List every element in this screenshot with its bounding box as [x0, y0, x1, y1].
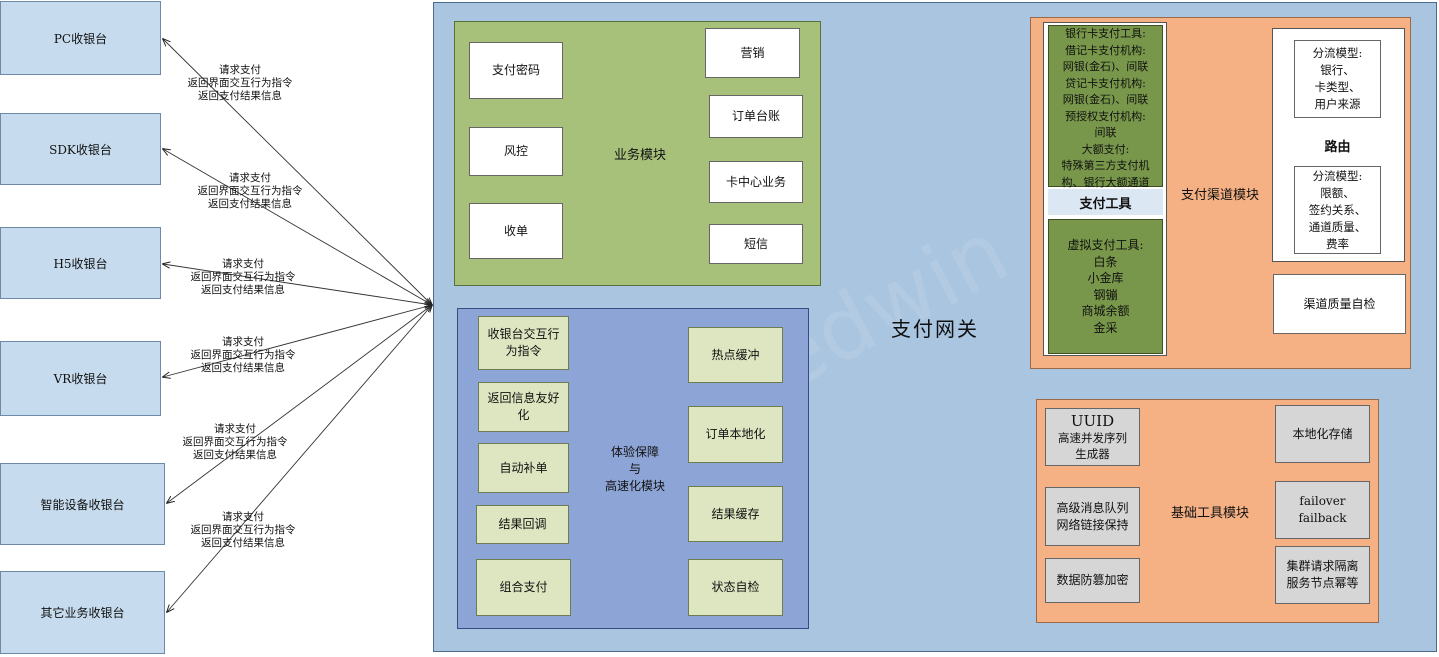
infra-title: 基础工具模块	[1170, 505, 1249, 521]
failover-box: failover failback	[1275, 481, 1370, 539]
message-queue-box: 高级消息队列 网络链接保持	[1045, 487, 1140, 546]
auto-reorder-box: 自动补单	[478, 443, 569, 493]
uuid-desc: 高速并发序列 生成器	[1058, 431, 1127, 461]
arrow-label-vr: 请求支付返回界面交互行为指令返回支付结果信息	[190, 336, 296, 374]
cashier-sdk: SDK收银台	[0, 113, 161, 185]
arrow-label-sdk: 请求支付返回界面交互行为指令返回支付结果信息	[197, 172, 303, 210]
cashier-label: 智能设备收银台	[40, 497, 125, 512]
combined-pay-box: 组合支付	[476, 559, 571, 616]
routing-label: 路由	[1324, 139, 1351, 155]
result-cache-box: 结果缓存	[688, 486, 783, 542]
cashier-other: 其它业务收银台	[0, 571, 165, 654]
cashier-instruction-box: 收银台交互行 为指令	[478, 316, 569, 370]
channel-quality-check: 渠道质量自检	[1273, 274, 1406, 334]
cashier-pc: PC收银台	[0, 1, 161, 75]
route-model-1: 分流模型: 银行、 卡类型、 用户来源	[1294, 40, 1381, 118]
sms-box: 短信	[709, 224, 803, 264]
arrow-h5	[163, 264, 432, 305]
cashier-label: H5收银台	[53, 256, 108, 271]
cashier-label: PC收银台	[53, 31, 108, 46]
route-model-2: 分流模型: 限额、 签约关系、 通道质量、 费率	[1294, 166, 1381, 254]
uuid-box: UUID 高速并发序列 生成器	[1045, 408, 1140, 466]
cashier-label: 其它业务收银台	[40, 606, 125, 620]
risk-control-box: 风控	[469, 127, 563, 176]
arrow-smart	[167, 305, 432, 503]
hotspot-buffer-box: 热点缓冲	[688, 327, 783, 383]
result-callback-box: 结果回调	[476, 505, 569, 544]
arrow-label-smart: 请求支付返回界面交互行为指令返回支付结果信息	[182, 423, 288, 461]
order-ledger-box: 订单台账	[709, 95, 803, 138]
bank-card-tools: 银行卡支付工具: 借记卡支付机构: 网银(金石)、间联 贷记卡支付机构: 网银(…	[1048, 25, 1163, 189]
arrow-label-pc: 请求支付返回界面交互行为指令返回支付结果信息	[187, 64, 293, 102]
cashier-label: VR收银台	[53, 372, 108, 386]
channel-title: 支付渠道模块	[1180, 187, 1259, 203]
local-storage-box: 本地化存储	[1275, 405, 1370, 463]
cashier-vr: VR收银台	[0, 341, 161, 416]
cashier-h5: H5收银台	[0, 227, 161, 299]
virtual-pay-tools: 虚拟支付工具: 白条 小金库 钢镚 商城余额 金采	[1048, 219, 1163, 354]
acquiring-box: 收单	[469, 203, 563, 259]
cashier-label: SDK收银台	[49, 142, 112, 157]
friendly-info-box: 返回信息友好 化	[478, 382, 569, 432]
arrow-label-h5: 请求支付返回界面交互行为指令返回支付结果信息	[190, 258, 296, 296]
gateway-title: 支付网关	[891, 316, 979, 341]
pay-tools-label: 支付工具	[1048, 189, 1163, 215]
uuid-title: UUID	[1070, 412, 1115, 430]
experience-title: 体验保障 与 高速化模块	[604, 444, 665, 493]
marketing-box: 营销	[705, 28, 800, 78]
cluster-isolation-box: 集群请求隔离 服务节点幂等	[1275, 546, 1370, 604]
business-title: 业务模块	[613, 147, 666, 163]
arrow-label-other: 请求支付返回界面交互行为指令返回支付结果信息	[190, 511, 296, 549]
card-center-box: 卡中心业务	[709, 161, 803, 203]
cashier-smart-device: 智能设备收银台	[0, 463, 165, 545]
arrow-other	[167, 305, 432, 612]
status-selfcheck-box: 状态自检	[688, 559, 783, 616]
pay-password-box: 支付密码	[469, 42, 563, 99]
order-localization-box: 订单本地化	[688, 406, 783, 463]
encryption-box: 数据防篡加密	[1045, 558, 1140, 603]
